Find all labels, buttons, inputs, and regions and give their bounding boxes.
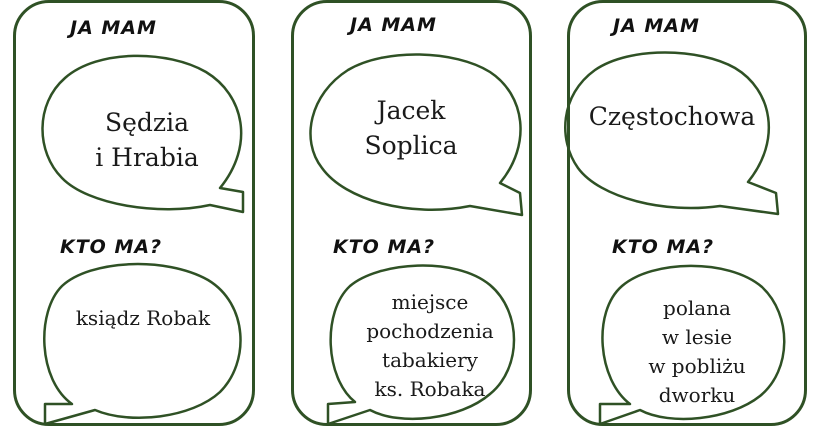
have-heading: JA MAM xyxy=(613,15,700,37)
ask-line: miejsce xyxy=(391,290,469,314)
have-text: Sędzia i Hrabia xyxy=(62,100,232,180)
have-heading: JA MAM xyxy=(70,17,157,39)
ask-line: polana xyxy=(663,296,731,320)
have-line: Częstochowa xyxy=(588,101,756,131)
ask-text: ksiądz Robak xyxy=(58,300,228,336)
have-heading: JA MAM xyxy=(350,14,437,36)
ask-line: ksiądz Robak xyxy=(75,305,211,330)
ask-heading: KTO MA? xyxy=(333,236,436,258)
have-line: Sędzia xyxy=(105,108,189,137)
ask-line: w pobliżu xyxy=(648,354,746,378)
ask-line: w lesie xyxy=(661,325,733,349)
have-line: Soplica xyxy=(364,131,458,160)
ask-line: dworku xyxy=(658,383,736,407)
have-line: Jacek xyxy=(376,96,446,125)
ask-heading: KTO MA? xyxy=(60,236,163,258)
ask-heading: KTO MA? xyxy=(612,236,715,258)
ask-text: miejsce pochodzenia tabakiery ks. Robaka xyxy=(345,286,515,406)
ask-line: pochodzenia xyxy=(366,319,494,343)
have-line: i Hrabia xyxy=(95,143,199,172)
have-text: Częstochowa xyxy=(582,98,762,134)
ask-text: polana w lesie w pobliżu dworku xyxy=(612,292,782,412)
have-text: Jacek Soplica xyxy=(326,90,496,166)
ask-line: ks. Robaka xyxy=(374,377,486,401)
ask-line: tabakiery xyxy=(382,348,478,372)
card-1 xyxy=(13,0,255,426)
